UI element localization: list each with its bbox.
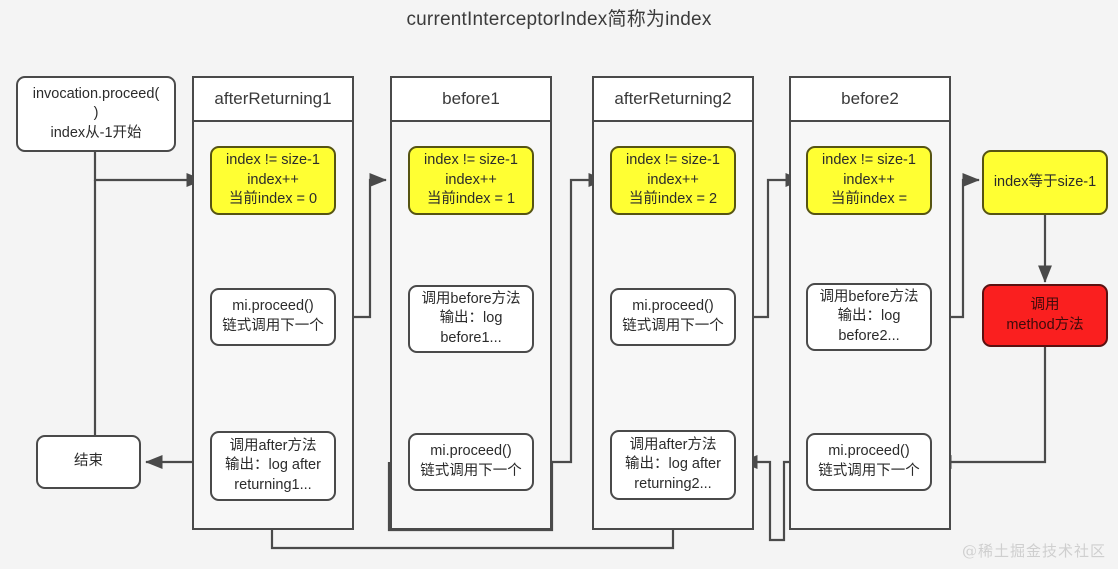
node-l4-before: 调用before方法 输出：log before2... (806, 283, 932, 351)
node-l1-proceed: mi.proceed() 链式调用下一个 (210, 288, 336, 346)
node-l1-check: index != size-1 index++ 当前index = 0 (210, 146, 336, 215)
node-l2-check: index != size-1 index++ 当前index = 1 (408, 146, 534, 215)
node-l3-check: index != size-1 index++ 当前index = 2 (610, 146, 736, 215)
lane-title-afterReturning2: afterReturning2 (594, 78, 752, 122)
node-l1-after: 调用after方法 输出：log after returning1... (210, 431, 336, 501)
node-l2-before: 调用before方法 输出：log before1... (408, 285, 534, 353)
page-title: currentInterceptorIndex简称为index (406, 9, 712, 30)
lane-title-before1: before1 (392, 78, 550, 122)
node-l4-check: index != size-1 index++ 当前index = (806, 146, 932, 215)
entry-node: invocation.proceed( ) index从-1开始 (16, 76, 176, 152)
end-node: 结束 (36, 435, 141, 489)
node-l4-proceed: mi.proceed() 链式调用下一个 (806, 433, 932, 491)
node-l3-after: 调用after方法 输出：log after returning2... (610, 430, 736, 500)
watermark: @稀土掘金技术社区 (961, 542, 1106, 560)
node-terminal-invoke: 调用 method方法 (982, 284, 1108, 347)
lane-title-before2: before2 (791, 78, 949, 122)
node-l3-proceed: mi.proceed() 链式调用下一个 (610, 288, 736, 346)
lane-title-afterReturning1: afterReturning1 (194, 78, 352, 122)
node-l2-proceed: mi.proceed() 链式调用下一个 (408, 433, 534, 491)
node-terminal-check: index等于size-1 (982, 150, 1108, 215)
